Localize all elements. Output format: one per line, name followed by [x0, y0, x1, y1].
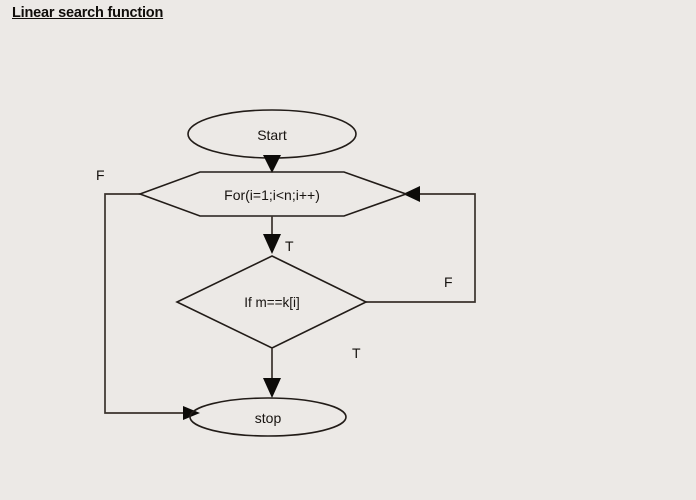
edge-cond-true: T [263, 345, 361, 398]
node-start: Start [187, 109, 357, 159]
edge-loop-false: F [96, 167, 200, 420]
branch-label-loop-false: F [96, 167, 105, 183]
edge-start-to-loop [263, 155, 281, 173]
node-for-loop: For(i=1;i<n;i++) [137, 171, 409, 217]
edge-cond-false-line [366, 193, 476, 303]
node-condition: If m==k[i] [175, 255, 368, 349]
edge-loop-false-line [104, 193, 183, 414]
edge-start-to-loop-arrowhead [263, 155, 281, 173]
node-stop-label: stop [255, 410, 282, 426]
node-for-loop-shape [137, 171, 409, 217]
edge-loop-true-arrowhead [263, 234, 281, 254]
node-start-label: Start [257, 127, 287, 143]
node-for-loop-label: For(i=1;i<n;i++) [224, 187, 320, 203]
node-stop: stop [189, 397, 347, 437]
edge-cond-false-arrowhead [403, 186, 420, 202]
branch-label-loop-true: T [285, 238, 294, 254]
branch-label-cond-true: T [352, 345, 361, 361]
edge-loop-true: T [263, 216, 294, 254]
branch-label-cond-false: F [444, 274, 453, 290]
edge-cond-false: F [366, 186, 476, 303]
node-condition-label: If m==k[i] [244, 295, 300, 310]
edge-cond-true-arrowhead [263, 378, 281, 398]
page-title: Linear search function [12, 5, 164, 21]
node-stop-shape [189, 397, 347, 437]
